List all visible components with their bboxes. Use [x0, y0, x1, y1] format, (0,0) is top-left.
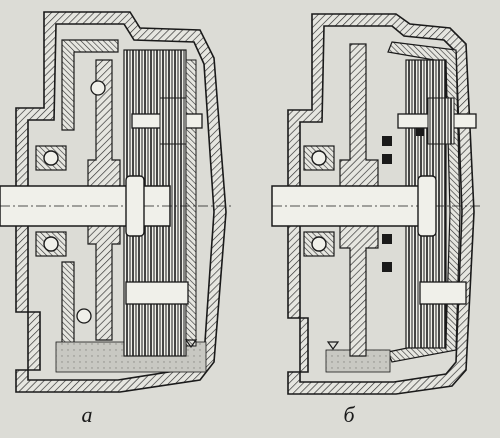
- bearing-lower-b: [303, 231, 335, 257]
- panel-caption-b: б: [343, 402, 355, 427]
- clutch-section-b: [271, 13, 482, 395]
- oil-level-mark-a: [184, 339, 198, 349]
- oil-hole-upper-a: [90, 80, 106, 96]
- bearing-upper-a: [35, 145, 67, 171]
- lower-bolt-b: [419, 281, 467, 305]
- spring-a: [159, 97, 187, 145]
- bearing-lower-a: [35, 231, 67, 257]
- seal-3-b: [382, 234, 392, 244]
- nut-b: [417, 175, 437, 237]
- lower-bolt-a: [125, 281, 189, 305]
- seal-2-b: [382, 154, 392, 164]
- panel-caption-a: а: [81, 402, 93, 427]
- nut-a: [125, 175, 145, 237]
- clutch-section-a: [0, 11, 232, 393]
- oil-level-mark-b: [326, 341, 340, 351]
- seal-4-b: [382, 262, 392, 272]
- seal-1-b: [382, 136, 392, 146]
- spring-b: [427, 97, 455, 145]
- bearing-upper-b: [303, 145, 335, 171]
- seal-5-b: [416, 128, 424, 136]
- oil-hole-lower-a: [76, 308, 92, 324]
